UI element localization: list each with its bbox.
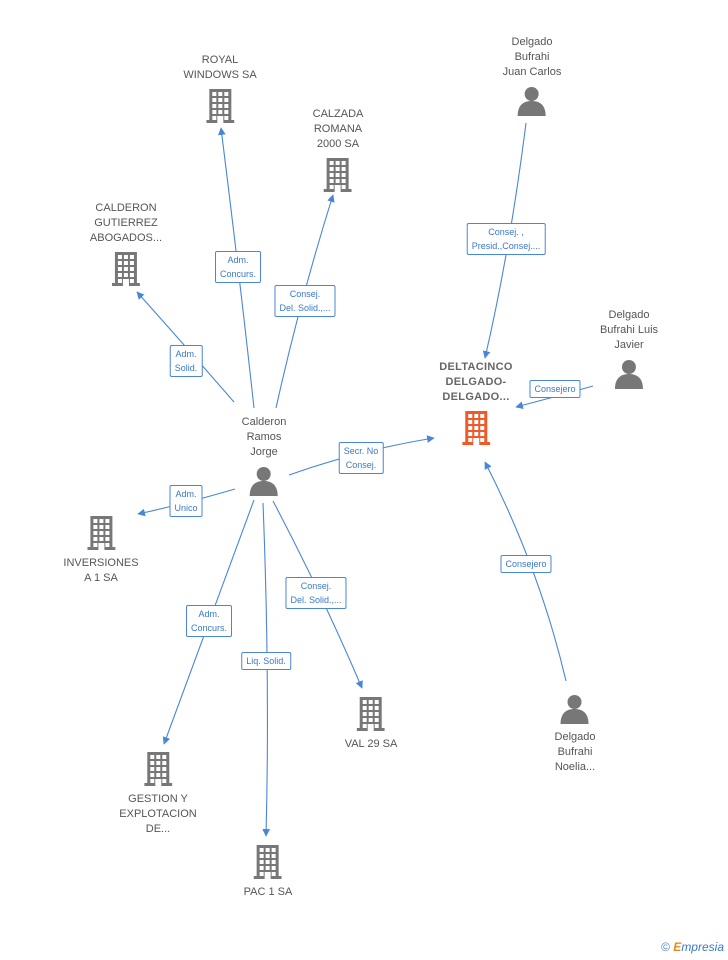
copyright-icon: © bbox=[661, 940, 670, 954]
person-icon bbox=[560, 695, 589, 724]
edge-label-calderon_ramos-to-royal[interactable]: Adm.Concurs. bbox=[214, 251, 262, 283]
person-icon bbox=[517, 87, 546, 116]
company-building-icon bbox=[87, 516, 115, 550]
edge-label-calderon_ramos-to-gestion[interactable]: Adm.Concurs. bbox=[185, 605, 233, 637]
company-building-icon bbox=[206, 89, 234, 123]
node-pac1[interactable]: PAC 1 SA bbox=[243, 845, 293, 900]
company-building-icon bbox=[144, 752, 172, 786]
edge-label-calderon_ramos-to-inversiones[interactable]: Adm.Unico bbox=[169, 485, 203, 517]
person-icon bbox=[249, 467, 278, 496]
company-building-icon bbox=[111, 252, 140, 286]
edge-label-calderon_ramos-to-calderon_gut[interactable]: Adm.Solid. bbox=[169, 345, 203, 377]
main-company-building-icon bbox=[461, 411, 490, 445]
edge-label-delgado_jc-to-deltacinco[interactable]: Consej. ,Presid.,Consej.... bbox=[466, 223, 546, 255]
brand-logo-text: mpresia bbox=[681, 940, 724, 954]
person-icon bbox=[615, 360, 643, 389]
company-building-icon bbox=[324, 158, 352, 192]
edge-label-delgado_lj-to-deltacinco[interactable]: Consejero bbox=[529, 380, 581, 398]
edge-calderon_ramos-to-calderon_gut bbox=[136, 291, 235, 403]
edge-label-calderon_ramos-to-val29[interactable]: Consej.Del. Solid.,... bbox=[285, 577, 347, 609]
company-building-icon bbox=[254, 845, 282, 879]
node-label: VAL 29 SA bbox=[344, 738, 398, 750]
node-val29[interactable]: VAL 29 SA bbox=[344, 697, 398, 752]
edge-label-calderon_ramos-to-pac1[interactable]: Liq. Solid. bbox=[241, 652, 291, 670]
brand-logo-e: E bbox=[673, 940, 682, 954]
brand-footer: © Empresia bbox=[661, 940, 724, 954]
edge-calderon_ramos-to-pac1 bbox=[262, 502, 271, 837]
company-building-icon bbox=[357, 697, 385, 731]
edge-label-calderon_ramos-to-calzada[interactable]: Consej.Del. Solid.,... bbox=[274, 285, 336, 317]
node-label: PAC 1 SA bbox=[243, 886, 293, 898]
edge-label-delgado_noelia-to-deltacinco[interactable]: Consejero bbox=[500, 555, 552, 573]
